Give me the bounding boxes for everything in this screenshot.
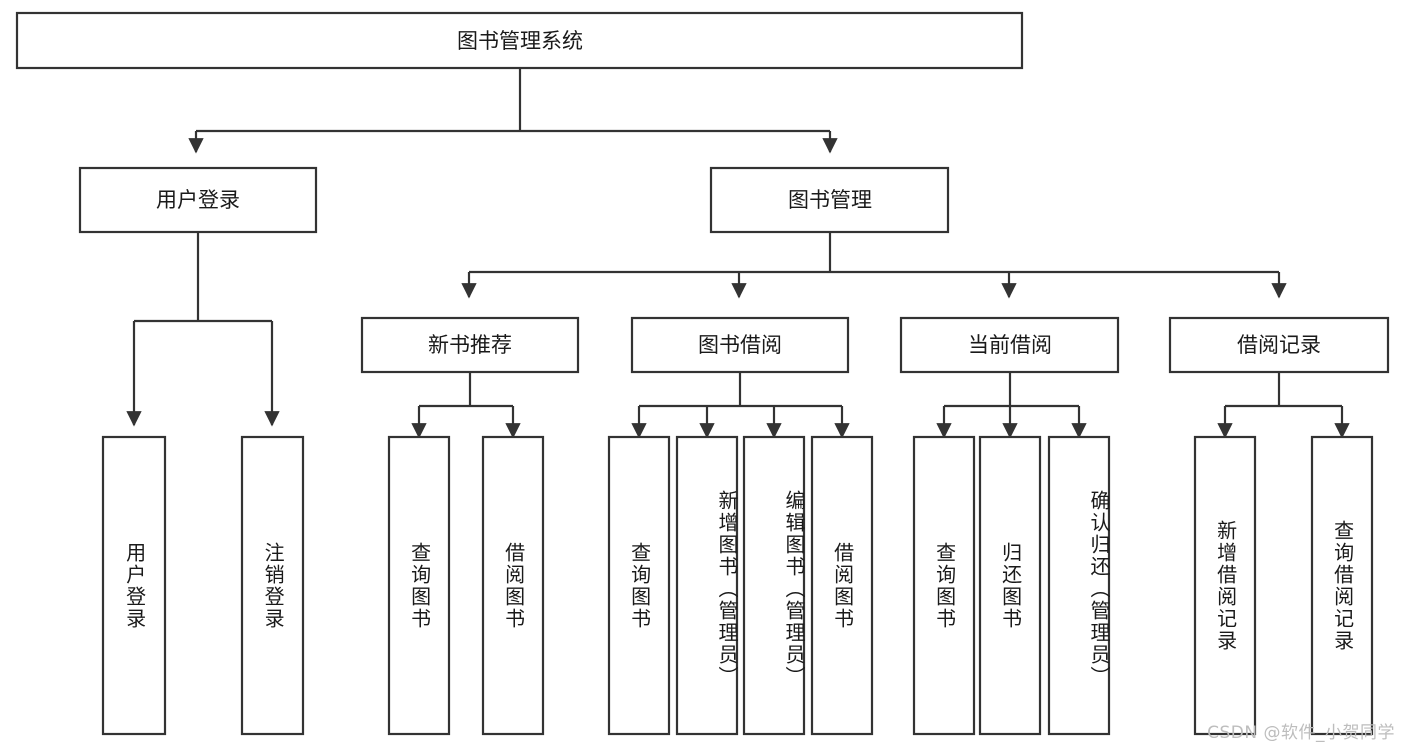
csdn-watermark: CSDN @软件_小贺同学 [1207,723,1395,743]
node-user-login[interactable]: 用户登录 [78,166,318,234]
connector-user-login-to-leaves [126,232,280,427]
leaf-box-add-borrow-record[interactable] [1193,435,1257,736]
connector-book-management-to-level2 [461,232,1287,299]
node-new-book-recommend-box[interactable] [360,316,580,374]
node-current-borrow-box[interactable] [899,316,1120,374]
node-user-login-label: 用户登录 [156,188,240,212]
leaf-box-query-book-1[interactable] [387,435,451,736]
node-borrow-record-label: 借阅记录 [1237,333,1321,357]
leaf-box-borrow-book-2[interactable] [810,435,874,736]
connector-borrow-record-to-leaves [1217,372,1350,439]
leaf-box-query-borrow-record[interactable] [1310,435,1374,736]
leaf-box-confirm-return-admin[interactable] [1047,435,1111,736]
leaf-box-borrow-book-1[interactable] [481,435,545,736]
node-borrow-record[interactable]: 借阅记录 [1168,316,1390,374]
connector-current-borrow-to-leaves [936,372,1087,439]
node-book-management[interactable]: 图书管理 [709,166,950,234]
leaf-box-query-book-3[interactable] [912,435,976,736]
connector-root-to-level1 [188,68,838,154]
node-book-management-label: 图书管理 [788,188,872,212]
leaf-box-edit-book-admin[interactable] [742,435,806,736]
connector-book-borrow-to-leaves [631,372,850,439]
leaf-box-return-book[interactable] [978,435,1042,736]
node-root-label: 图书管理系统 [457,29,583,53]
connector-new-book-recommend-to-leaves [411,372,521,439]
leaf-box-logout[interactable] [240,435,305,736]
leaf-box-user-login[interactable] [101,435,167,736]
node-new-book-recommend-label: 新书推荐 [428,333,512,357]
leaf-box-add-book-admin[interactable] [675,435,739,736]
node-root-box[interactable] [15,11,1024,70]
node-book-borrow-label: 图书借阅 [698,333,782,357]
leaf-box-query-book-2[interactable] [607,435,671,736]
node-book-borrow[interactable]: 图书借阅 [630,316,850,374]
node-current-borrow-label: 当前借阅 [968,333,1052,357]
node-current-borrow[interactable]: 当前借阅 [899,316,1120,374]
node-new-book-recommend[interactable]: 新书推荐 [360,316,580,374]
node-root[interactable]: 图书管理系统 [15,11,1024,70]
node-user-login-box[interactable] [78,166,318,234]
node-book-management-box[interactable] [709,166,950,234]
